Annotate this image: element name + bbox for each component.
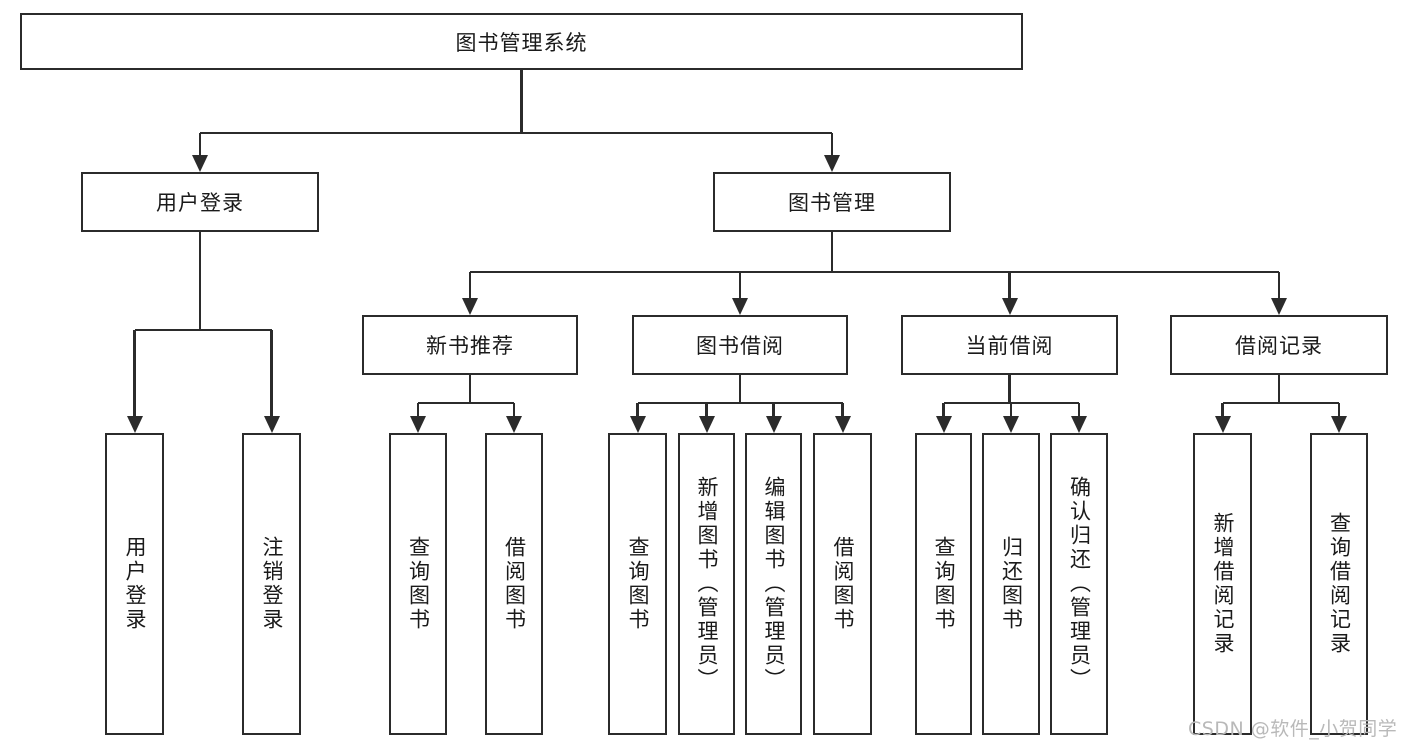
node-new-book-recommend-label: 新书推荐 <box>426 334 514 358</box>
connector-line <box>134 328 272 332</box>
node-current-borrow[interactable]: 当前借阅 <box>901 315 1118 375</box>
node-borrow-record[interactable]: 借阅记录 <box>1170 315 1388 375</box>
connector-line <box>1277 272 1281 298</box>
node-book-borrow[interactable]: 图书借阅 <box>632 315 848 375</box>
node-leaf-user-login[interactable]: 用户登录 <box>105 433 164 735</box>
node-leaf-label: 查询借阅记录 <box>1327 512 1352 656</box>
connector-line <box>470 270 1279 274</box>
connector-arrowhead <box>732 298 748 315</box>
node-leaf-borrow-book-1[interactable]: 借阅图书 <box>485 433 543 735</box>
node-leaf-edit-book-admin[interactable]: 编辑图书（管理员） <box>745 433 802 735</box>
node-leaf-confirm-return-admin[interactable]: 确认归还（管理员） <box>1050 433 1108 735</box>
connector-line <box>1009 403 1013 416</box>
node-leaf-label: 编辑图书（管理员） <box>762 476 786 692</box>
connector-line <box>198 133 202 155</box>
connector-line <box>416 403 420 416</box>
connector-line <box>705 403 708 416</box>
connector-arrowhead <box>1071 416 1087 433</box>
connector-arrowhead <box>1001 298 1018 315</box>
connector-arrowhead <box>698 416 715 433</box>
connector-line <box>512 403 516 416</box>
connector-line <box>772 403 775 416</box>
node-leaf-query-borrow-record[interactable]: 查询借阅记录 <box>1310 433 1368 735</box>
node-leaf-label: 确认归还（管理员） <box>1067 476 1092 692</box>
node-leaf-label: 查询图书 <box>626 536 650 632</box>
connector-line <box>270 330 273 416</box>
node-leaf-label: 新增图书（管理员） <box>695 476 719 692</box>
node-leaf-label: 查询图书 <box>406 536 431 632</box>
connector-line <box>1337 403 1341 416</box>
connector-line <box>1008 272 1011 298</box>
node-book-borrow-label: 图书借阅 <box>696 334 784 358</box>
connector-line <box>830 232 834 272</box>
node-leaf-borrow-book-2[interactable]: 借阅图书 <box>813 433 872 735</box>
connector-arrowhead <box>629 416 646 433</box>
connector-arrowhead <box>410 416 426 433</box>
connector-arrowhead <box>1003 416 1019 433</box>
connector-line <box>133 330 136 416</box>
connector-arrowhead <box>1331 416 1347 433</box>
connector-line <box>942 403 945 416</box>
connector-arrowhead <box>126 416 143 433</box>
node-leaf-label: 新增借阅记录 <box>1211 512 1235 656</box>
node-leaf-label: 归还图书 <box>999 536 1024 632</box>
connector-line <box>520 70 523 133</box>
node-leaf-label: 借阅图书 <box>831 536 855 632</box>
node-leaf-return-book[interactable]: 归还图书 <box>982 433 1040 735</box>
connector-line <box>468 375 472 403</box>
connector-line <box>830 133 834 155</box>
node-new-book-recommend[interactable]: 新书推荐 <box>362 315 578 375</box>
connector-line <box>1221 403 1224 416</box>
node-leaf-label: 借阅图书 <box>502 536 527 632</box>
connector-line <box>1277 375 1281 403</box>
connector-line <box>1222 401 1339 405</box>
connector-line <box>636 403 639 416</box>
connector-arrowhead <box>462 298 478 315</box>
node-root[interactable]: 图书管理系统 <box>20 13 1023 70</box>
node-book-management-label: 图书管理 <box>788 191 876 215</box>
connector-arrowhead <box>1271 298 1287 315</box>
node-leaf-query-book-1[interactable]: 查询图书 <box>389 433 447 735</box>
node-leaf-logout[interactable]: 注销登录 <box>242 433 301 735</box>
node-leaf-query-book-2[interactable]: 查询图书 <box>608 433 667 735</box>
connector-arrowhead <box>834 416 851 433</box>
connector-line <box>1008 375 1011 403</box>
node-borrow-record-label: 借阅记录 <box>1235 334 1323 358</box>
connector-arrowhead <box>263 416 280 433</box>
node-user-login[interactable]: 用户登录 <box>81 172 319 232</box>
csdn-watermark: CSDN @软件_小贺同学 <box>1188 718 1398 740</box>
node-book-management[interactable]: 图书管理 <box>713 172 951 232</box>
connector-line <box>418 401 514 405</box>
node-leaf-label: 注销登录 <box>260 536 284 632</box>
connector-line <box>738 272 742 298</box>
node-leaf-label: 用户登录 <box>123 536 147 632</box>
connector-line <box>637 401 843 405</box>
connector-arrowhead <box>935 416 952 433</box>
connector-line <box>200 131 832 135</box>
connector-arrowhead <box>765 416 782 433</box>
node-leaf-query-book-3[interactable]: 查询图书 <box>915 433 972 735</box>
node-current-borrow-label: 当前借阅 <box>965 334 1054 358</box>
node-root-label: 图书管理系统 <box>455 30 588 55</box>
connector-line <box>198 232 202 330</box>
connector-arrowhead <box>506 416 522 433</box>
node-leaf-add-borrow-record[interactable]: 新增借阅记录 <box>1193 433 1252 735</box>
connector-line <box>738 375 742 403</box>
connector-arrowhead <box>1214 416 1231 433</box>
node-leaf-add-book-admin[interactable]: 新增图书（管理员） <box>678 433 735 735</box>
connector-line <box>1077 403 1081 416</box>
connector-arrowhead <box>192 155 208 172</box>
node-leaf-label: 查询图书 <box>932 536 956 632</box>
connector-arrowhead <box>824 155 840 172</box>
connector-line <box>468 272 472 298</box>
connector-line <box>841 403 844 416</box>
node-user-login-label: 用户登录 <box>156 191 244 215</box>
